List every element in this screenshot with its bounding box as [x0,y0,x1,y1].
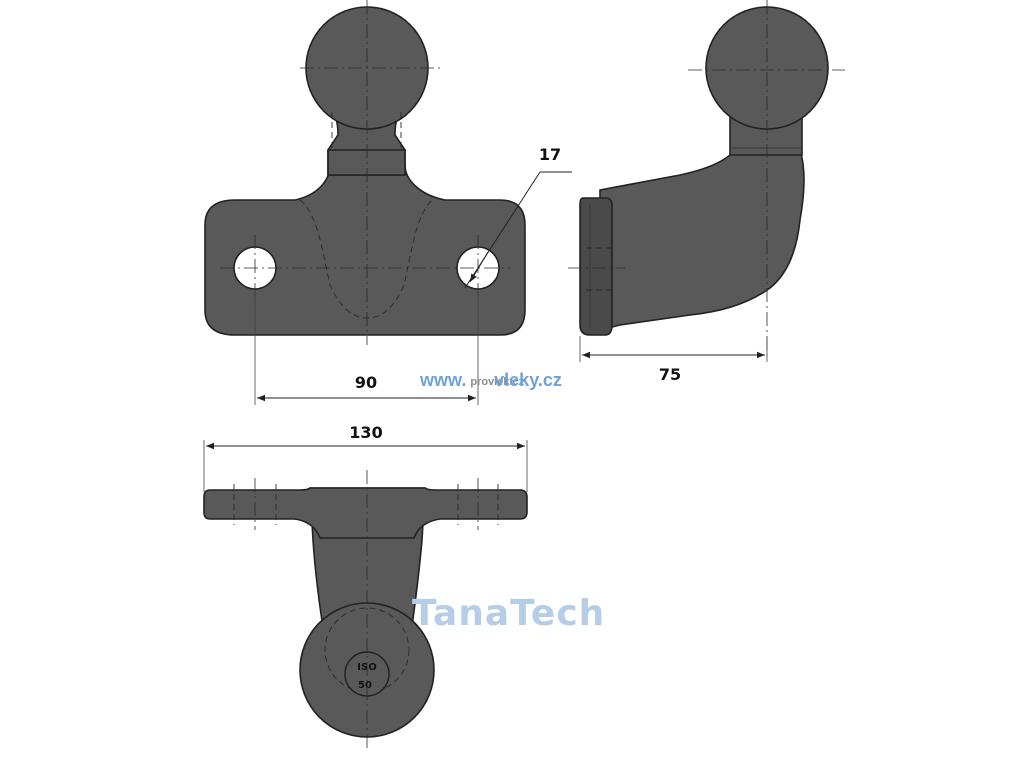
top-view: ISO 50 130 [203,423,528,748]
website-watermark: www. provlek.czvleky.cz [419,370,562,390]
side-arm [599,149,805,332]
dim-17-label: 17 [539,145,561,164]
front-view: 90 17 [204,0,572,405]
svg-text:www.provlek.czvleky.cz: www. provlek.czvleky.cz [419,370,562,390]
dim-75-label: 75 [659,365,681,384]
watermark-overlay: provlek.cz [470,376,524,388]
watermark-prefix: www. [419,370,466,390]
dim-130-label: 130 [349,423,382,442]
dim-90-label: 90 [355,373,377,392]
dim-17-arrow [469,251,489,283]
side-flange [579,197,613,336]
side-view: 75 [568,0,845,384]
brand-watermark: TanaTech [412,593,605,634]
watermark-domain: vleky.cz [494,370,562,390]
top-plate [203,487,528,539]
iso-stamp-line2: 50 [358,680,372,691]
front-collar [327,149,406,176]
